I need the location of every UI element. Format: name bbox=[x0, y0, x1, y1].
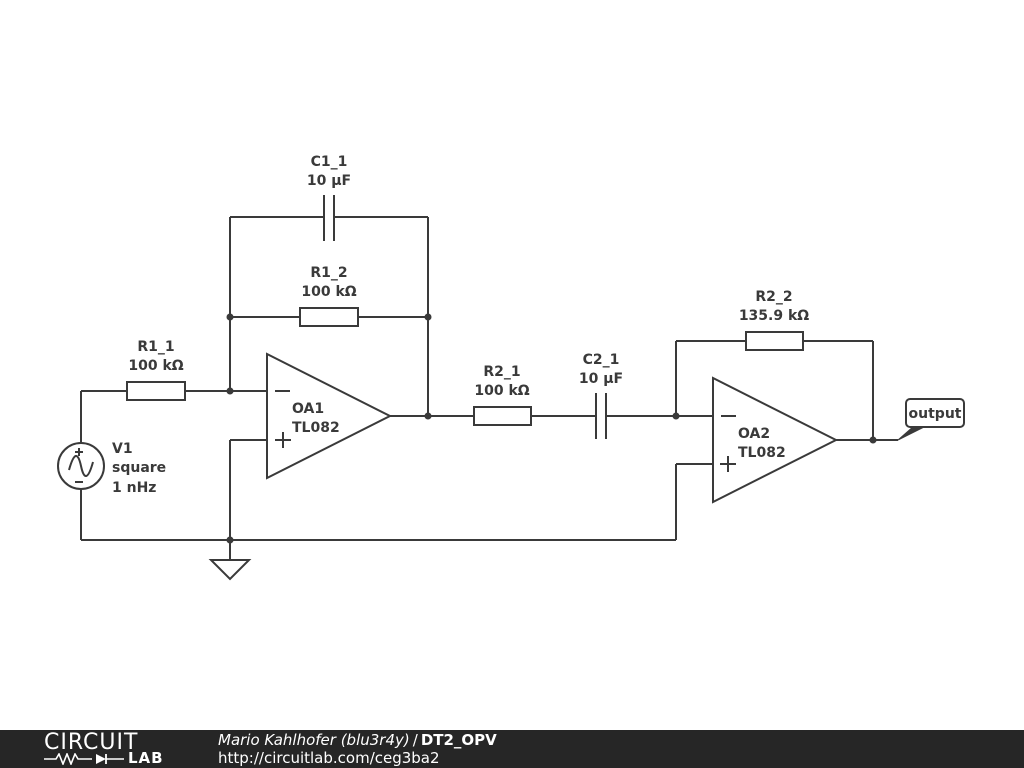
footer-title-line: Mario Kahlhofer (blu3r4y)/DT2_OPV bbox=[218, 731, 497, 749]
r1_2-value: 100 kΩ bbox=[301, 284, 356, 300]
wires bbox=[80, 216, 898, 560]
junction-dots bbox=[226, 313, 877, 544]
project-title[interactable]: DT2_OPV bbox=[420, 731, 497, 749]
opamp-oa2[interactable]: OA2 TL082 bbox=[712, 376, 839, 504]
oa1-model: TL082 bbox=[292, 420, 340, 436]
r2_2-name: R2_2 bbox=[755, 289, 792, 305]
junction-dot bbox=[226, 536, 234, 544]
junction-dot bbox=[424, 412, 432, 420]
ground-symbol bbox=[208, 559, 252, 581]
resistor-body bbox=[299, 307, 359, 327]
resistor-r1_2[interactable]: R1_2 100 kΩ bbox=[299, 265, 359, 327]
c2_1-name: C2_1 bbox=[583, 352, 620, 368]
junction-dot bbox=[424, 313, 432, 321]
opamp-oa1[interactable]: OA1 TL082 bbox=[266, 352, 393, 480]
resistor-body bbox=[473, 406, 532, 426]
r1_1-name: R1_1 bbox=[137, 339, 174, 355]
capacitor-c1_1[interactable]: C1_1 10 µF bbox=[307, 154, 351, 241]
resistor-body bbox=[126, 381, 186, 401]
opamp-triangle bbox=[266, 352, 393, 480]
v1-waveform: square bbox=[112, 460, 166, 476]
junction-dot bbox=[226, 313, 234, 321]
resistor-diode-icon bbox=[44, 753, 124, 765]
label-pointer-icon bbox=[897, 425, 927, 441]
title-separator: / bbox=[412, 731, 418, 749]
c2_1-value: 10 µF bbox=[579, 371, 623, 387]
output-label-text: output bbox=[909, 406, 962, 422]
c1_1-name: C1_1 bbox=[311, 154, 348, 170]
logo-wordmark-bottom: LAB bbox=[128, 749, 164, 767]
v1-name: V1 bbox=[112, 441, 133, 457]
resistor-body bbox=[745, 331, 804, 351]
r2_2-value: 135.9 kΩ bbox=[739, 308, 809, 324]
ground-icon bbox=[208, 559, 252, 581]
junction-dot bbox=[672, 412, 680, 420]
v1-frequency: 1 nHz bbox=[112, 480, 156, 496]
footer-bar: CIRCUIT LAB Mario Kahlhofer (blu3r4y)/DT… bbox=[0, 730, 1024, 768]
voltage-source-v1[interactable]: V1 square 1 nHz bbox=[57, 441, 166, 496]
r1_2-name: R1_2 bbox=[310, 265, 347, 281]
sine-wave-icon bbox=[68, 455, 94, 477]
circuitlab-logo[interactable]: CIRCUIT LAB bbox=[44, 732, 174, 766]
oa2-name: OA2 bbox=[738, 426, 770, 442]
author-name[interactable]: Mario Kahlhofer (blu3r4y) bbox=[218, 731, 410, 749]
resistor-r1_1[interactable]: R1_1 100 kΩ bbox=[126, 339, 186, 401]
c1_1-value: 10 µF bbox=[307, 173, 351, 189]
capacitor-c2_1[interactable]: C2_1 10 µF bbox=[579, 352, 623, 439]
resistor-r2_1[interactable]: R2_1 100 kΩ bbox=[473, 364, 532, 426]
junction-dot bbox=[226, 387, 234, 395]
r1_1-value: 100 kΩ bbox=[128, 358, 183, 374]
output-label-box bbox=[905, 398, 965, 428]
r2_1-value: 100 kΩ bbox=[474, 383, 529, 399]
oa1-name: OA1 bbox=[292, 401, 324, 417]
opamp-triangle bbox=[712, 376, 839, 504]
r2_1-name: R2_1 bbox=[483, 364, 520, 380]
logo-wordmark-top: CIRCUIT bbox=[44, 730, 139, 755]
resistor-r2_2[interactable]: R2_2 135.9 kΩ bbox=[739, 289, 809, 351]
output-net-label[interactable]: output bbox=[897, 398, 965, 441]
footer-credits: Mario Kahlhofer (blu3r4y)/DT2_OPV http:/… bbox=[218, 731, 497, 767]
schematic-canvas: C1_1 10 µF R1_2 100 kΩ R1_1 100 kΩ V1 sq… bbox=[57, 154, 965, 581]
project-url-link[interactable]: http://circuitlab.com/ceg3ba2 bbox=[218, 749, 440, 767]
oa2-model: TL082 bbox=[738, 445, 786, 461]
junction-dot bbox=[869, 436, 877, 444]
